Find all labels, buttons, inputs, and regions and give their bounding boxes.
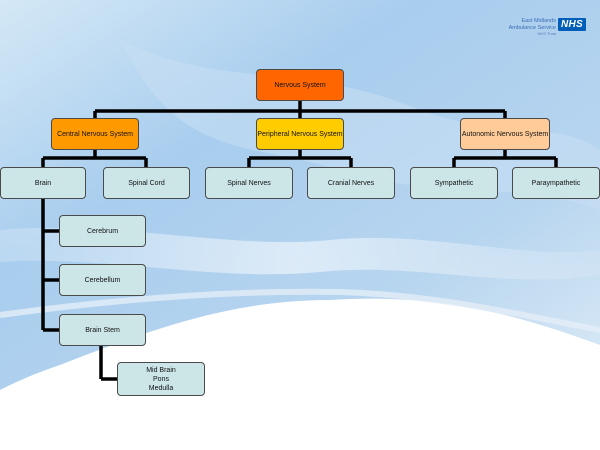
trust-name-line1: East Midlands bbox=[521, 18, 556, 24]
node-cerebrum: Cerebrum bbox=[59, 215, 146, 247]
trust-name: East Midlands Ambulance Service NHS Trus… bbox=[509, 18, 556, 38]
brain-stem-part-medulla: Medulla bbox=[148, 384, 174, 392]
node-central-nervous-system: Central Nervous System bbox=[51, 118, 139, 150]
node-brain: Brain bbox=[0, 167, 86, 199]
node-peripheral-nervous-system: Peripheral Nervous System bbox=[256, 118, 344, 150]
node-spinal-cord: Spinal Cord bbox=[103, 167, 190, 199]
node-parasympathetic: Paraympathetic bbox=[512, 167, 600, 199]
node-nervous-system: Nervous System bbox=[256, 69, 344, 101]
trust-name-line3: NHS Trust bbox=[537, 31, 556, 36]
node-sympathetic: Sympathetic bbox=[410, 167, 498, 199]
brain-stem-part-mid-brain: Mid Brain bbox=[146, 366, 176, 374]
node-cranial-nerves: Cranial Nerves bbox=[307, 167, 395, 199]
node-autonomic-nervous-system: Autonomic Nervous System bbox=[460, 118, 550, 150]
brain-stem-part-pons: Pons bbox=[153, 375, 169, 383]
node-spinal-nerves: Spinal Nerves bbox=[205, 167, 293, 199]
node-cerebellum: Cerebellum bbox=[59, 264, 146, 296]
tree-connectors bbox=[41, 101, 558, 381]
nhs-logo: East Midlands Ambulance Service NHS Trus… bbox=[509, 18, 586, 38]
trust-name-line2: Ambulance Service bbox=[508, 24, 556, 31]
nhs-badge: NHS bbox=[557, 18, 586, 31]
node-brain-stem-parts: Mid Brain Pons Medulla bbox=[117, 362, 205, 396]
node-brain-stem: Brain Stem bbox=[59, 314, 146, 346]
